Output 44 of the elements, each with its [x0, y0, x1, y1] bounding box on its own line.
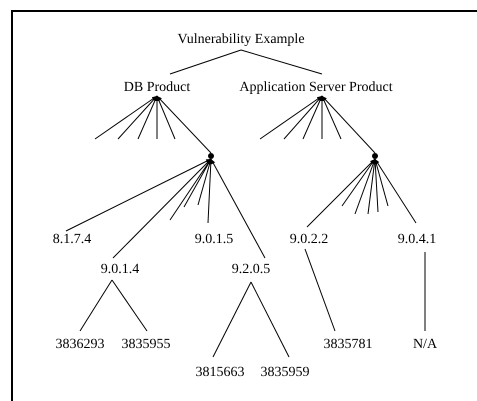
arrow: [322, 96, 342, 140]
arrow: [170, 158, 212, 220]
node-label: 3836293: [56, 337, 104, 353]
arrow: [306, 158, 376, 228]
arrow: [138, 96, 158, 140]
arrow: [284, 96, 322, 140]
node-label: 3835781: [324, 337, 372, 353]
node-label: 3835955: [122, 337, 170, 353]
node-label: 3815663: [196, 365, 244, 381]
arrow: [118, 96, 158, 140]
arrow: [260, 96, 322, 140]
arrow: [302, 96, 322, 140]
arrow: [156, 96, 212, 154]
connector-line: [424, 252, 426, 332]
arrow: [342, 158, 376, 206]
arrow: [112, 158, 212, 258]
arrow: [374, 158, 416, 224]
connector-line: [240, 50, 322, 74]
arrow: [155, 96, 159, 140]
node-label: Vulnerability Example: [177, 32, 305, 48]
node-label: 3835959: [260, 365, 310, 381]
arrow: [66, 158, 212, 232]
connector-line: [112, 280, 148, 332]
connector-line: [170, 50, 242, 74]
connector-line: [304, 248, 336, 332]
node-label: N/A: [412, 337, 438, 353]
node-label: 9.2.0.5: [232, 262, 270, 278]
connector-line: [212, 282, 252, 358]
node-label: 9.0.1.5: [194, 232, 234, 248]
node-label: 9.0.4.1: [398, 232, 436, 248]
node-label: Application Server Product: [239, 80, 393, 96]
node-label: 8.1.7.4: [52, 232, 92, 248]
connector-line: [250, 282, 290, 358]
arrow: [322, 96, 376, 154]
connector-line: [80, 280, 112, 332]
node-label: 9.0.2.2: [290, 232, 328, 248]
arrow: [374, 158, 388, 206]
arrow: [208, 158, 213, 224]
arrow: [210, 158, 266, 258]
arrow: [156, 96, 176, 140]
node-label: DB Product: [124, 80, 190, 96]
arrow: [320, 96, 324, 140]
arrow: [94, 96, 158, 140]
node-label: 9.0.1.4: [100, 262, 140, 278]
